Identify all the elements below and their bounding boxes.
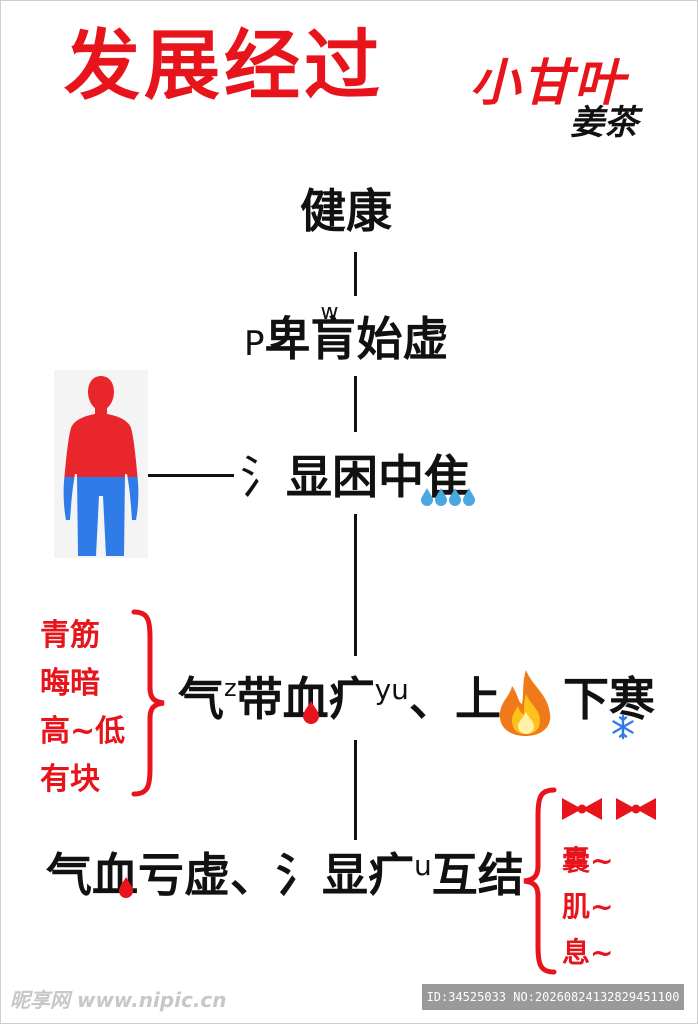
fire-icon (499, 670, 551, 736)
blood-drop-icon (303, 701, 319, 724)
pinyin-ruby: w (320, 300, 339, 325)
pinyin-ruby: z (224, 674, 237, 702)
stage-deficiency-mixed: 气血亏虚、氵显疒u互结 (46, 848, 524, 902)
stage-qi-blood-stasis: 气z带血疒yu、上下寒 (178, 672, 655, 726)
stage-prefix: P (244, 324, 265, 364)
human-body-icon (54, 370, 148, 558)
connector-line (354, 376, 357, 432)
watermark-id: ID:34525033 NO:20260824132829451100 (422, 984, 684, 1010)
body-connector-line (120, 474, 234, 477)
list-item: 晦暗 (40, 666, 100, 701)
list-item: 青筋 (40, 618, 100, 653)
watermark-logo: 昵享网 www.nipic.cn (10, 988, 227, 1012)
list-item: 息~ (562, 936, 614, 969)
connector-line (354, 252, 357, 296)
snowflake-icon (612, 714, 634, 740)
brace-icon (523, 787, 557, 975)
stage-dampness: 氵显困中隹 (240, 454, 470, 500)
pinyin-ruby: u (414, 849, 432, 882)
brand-sub: 姜茶 (570, 103, 638, 143)
connector-line (354, 740, 357, 840)
list-item: 肌~ (562, 890, 614, 923)
bow-icon (562, 798, 656, 820)
stage-prefix: 氵 (240, 450, 286, 504)
pinyin-ruby: yu (374, 673, 409, 706)
brand-name: 小甘叶 (470, 53, 626, 112)
stage-rest: 肓始虚 (310, 312, 449, 366)
water-drops-icon (421, 488, 475, 506)
list-item: 囊~ (562, 844, 614, 877)
connector-line (354, 514, 357, 656)
blood-drop-icon (119, 877, 133, 898)
right-symptom-list: 囊~ 肌~ 息~ (562, 838, 613, 976)
page-title: 发展经过 (64, 21, 384, 110)
list-item: 高~低 (40, 714, 126, 749)
brace-icon (131, 609, 165, 797)
list-item: 有块 (40, 762, 100, 797)
stage-main: 卑 (264, 312, 311, 366)
left-symptom-list: 青筋 晦暗 高~低 有块 (40, 612, 125, 804)
stage-healthy: 健康 (300, 184, 392, 238)
